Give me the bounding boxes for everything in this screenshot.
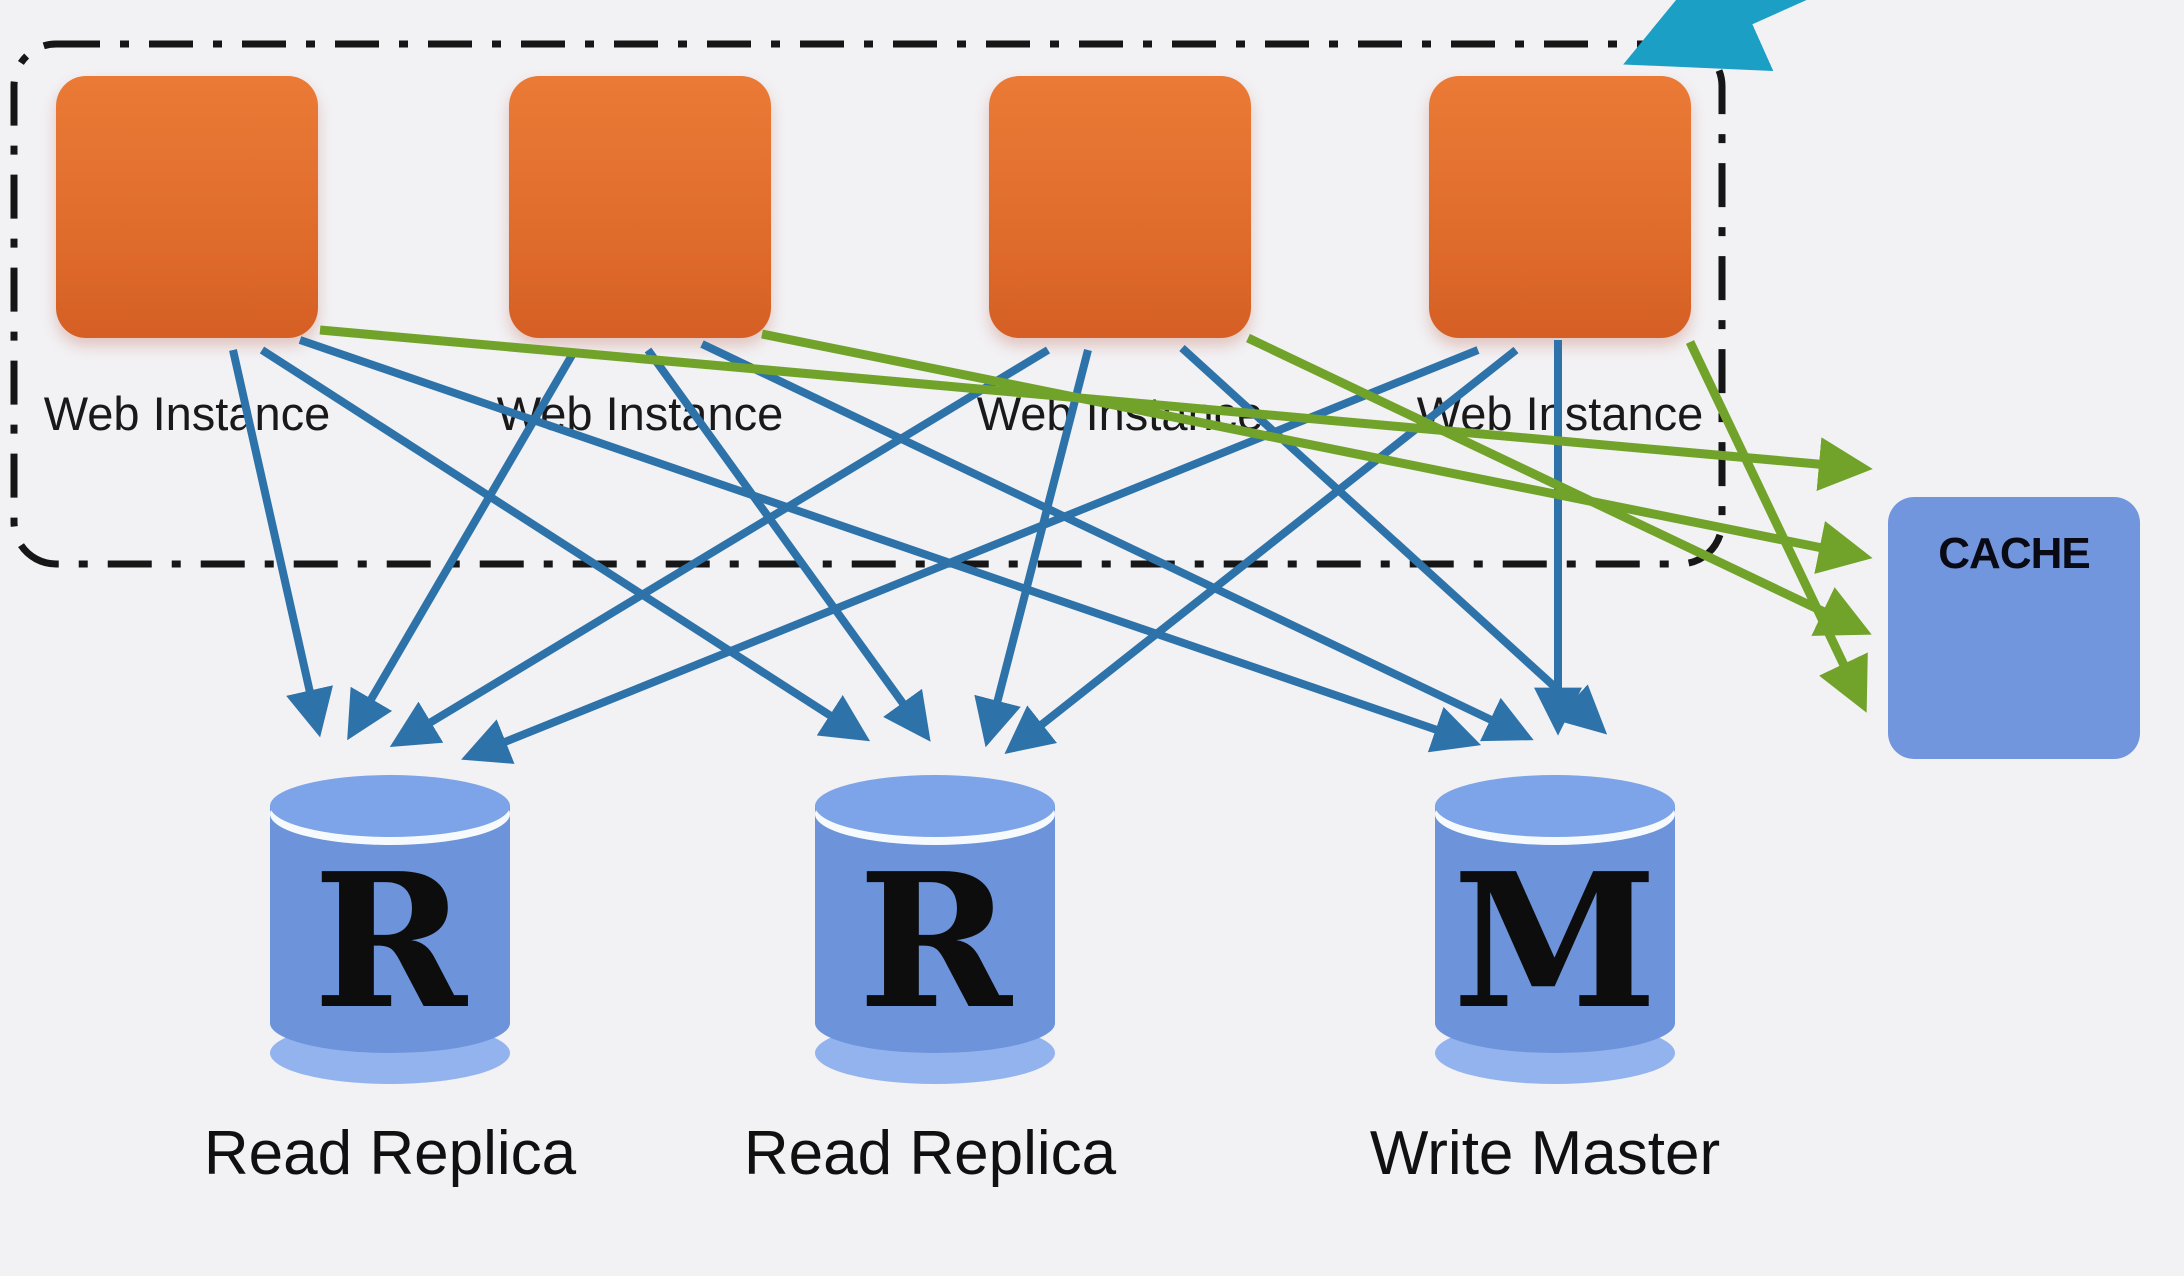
database-caption: Write Master	[1369, 1119, 1721, 1188]
arrow-wi1-m	[298, 336, 1482, 753]
web-instance-box	[989, 76, 1251, 338]
db-connection-arrows	[229, 336, 1608, 764]
cylinder-top	[1435, 775, 1675, 837]
database-letter: M	[1452, 832, 1658, 1050]
web-instance-box	[509, 76, 771, 338]
web-instance-box	[1429, 76, 1691, 338]
cache-label: CACHE	[1938, 529, 2090, 578]
incoming-traffic-arrow	[1623, 0, 1807, 71]
web-instance-label: Web Instance	[43, 387, 331, 440]
database-caption: Read Replica	[203, 1119, 577, 1188]
cache-box: CACHE	[1888, 497, 2140, 759]
web-instance-label: Web Instance	[976, 387, 1264, 440]
cylinder-body	[270, 805, 510, 1053]
arrow-wi3-cache	[1246, 333, 1872, 636]
database-letter: R	[313, 832, 467, 1050]
cylinder-top	[270, 775, 510, 837]
cylinder-top	[815, 775, 1055, 837]
web-instance-box	[56, 76, 318, 338]
arrow-wi2-cache	[761, 329, 1873, 574]
database-write-master: M	[1435, 775, 1675, 1084]
cylinder-body	[815, 805, 1055, 1053]
database-caption: Read Replica	[743, 1119, 1117, 1188]
web-instance-label: Web Instance	[1416, 387, 1704, 440]
database-read-replica-2: R	[815, 775, 1055, 1084]
web-instance-label: Web Instance	[496, 387, 784, 440]
database-read-replica-1: R	[270, 775, 510, 1084]
cylinder-body	[1435, 805, 1675, 1053]
database-letter: R	[858, 832, 1012, 1050]
